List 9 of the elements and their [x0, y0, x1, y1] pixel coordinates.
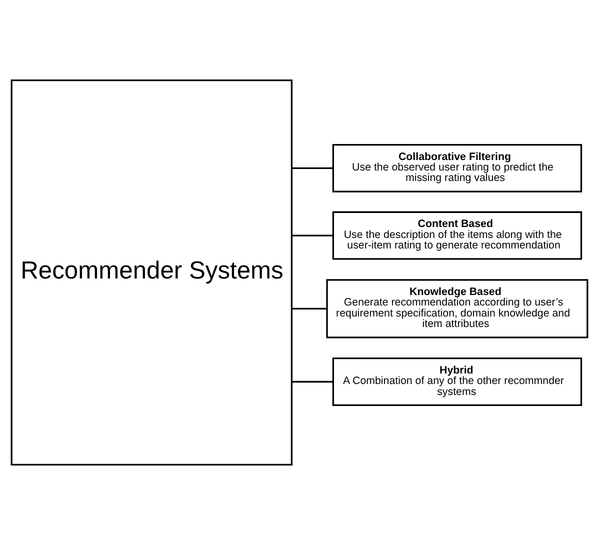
- node-box: Hybrid A Combination of any of the other recommnder systems: [332, 358, 582, 406]
- connector: [292, 380, 334, 383]
- node-box: Recommender Systems: [10, 79, 293, 466]
- node-box: Content Based Use the description of the items along with the user-item rating to generate recommendation: [332, 211, 582, 260]
- node-box: Knowledge Based Generate recommendation according to user’s requirement specification, domain knowledge and item attributes: [326, 279, 588, 338]
- connector: [292, 234, 334, 236]
- node-box: Collaborative Filtering Use the observed user rating to predict the missing rating values: [332, 144, 582, 192]
- connector: [292, 167, 334, 169]
- connector: [292, 308, 327, 310]
